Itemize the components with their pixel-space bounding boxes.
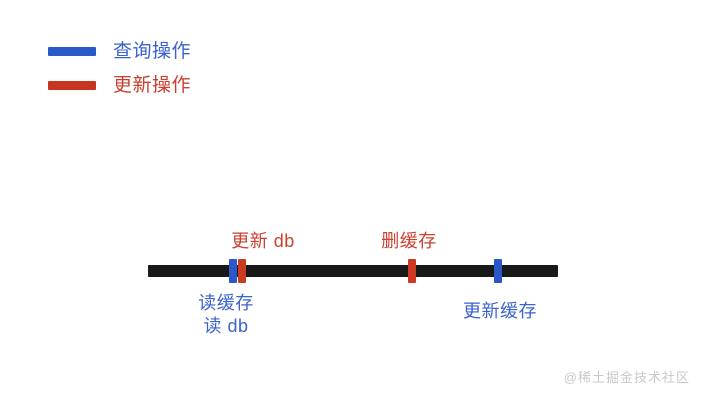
event-label-read-cache-read-db: 读缓存 读 db [198, 292, 254, 337]
legend-item-query: 查询操作 [48, 34, 191, 68]
legend-label-update: 更新操作 [113, 74, 192, 96]
watermark: @稀土掘金技术社区 [563, 370, 690, 385]
timeline-axis [148, 265, 558, 277]
event-label-delete-cache: 删缓存 [381, 231, 437, 251]
timeline-tick-update-cache [494, 259, 502, 283]
timeline-tick-update-db [238, 259, 246, 283]
legend-item-update: 更新操作 [48, 68, 191, 102]
legend-swatch-query-icon [48, 46, 96, 56]
event-label-update-cache: 更新缓存 [463, 301, 537, 321]
legend-label-query: 查询操作 [113, 40, 192, 62]
legend: 查询操作 更新操作 [48, 34, 191, 102]
timeline-tick-read-cache-read-db [229, 259, 237, 283]
event-label-read-db-line2: 读 db [203, 315, 249, 336]
event-label-update-db: 更新 db [231, 231, 295, 251]
event-label-read-cache-line1: 读缓存 [198, 293, 254, 313]
timeline-tick-delete-cache [408, 259, 416, 283]
legend-swatch-update-icon [48, 80, 96, 90]
